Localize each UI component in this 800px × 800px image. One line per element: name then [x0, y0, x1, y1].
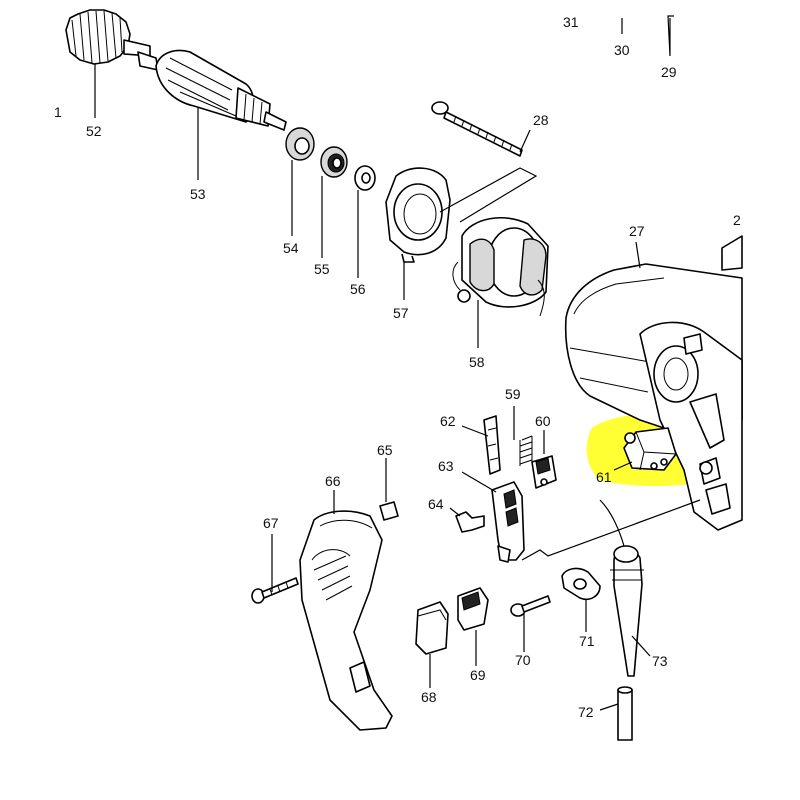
label-53: 53 [190, 186, 206, 202]
label-28: 28 [533, 112, 549, 128]
part-67-screw [251, 577, 299, 604]
part-62-plate [483, 415, 501, 475]
label-55: 55 [314, 261, 330, 277]
label-56: 56 [350, 281, 366, 297]
part-61-switch [623, 427, 677, 471]
label-30: 30 [614, 42, 630, 58]
label-54: 54 [283, 240, 299, 256]
label-29: 29 [661, 64, 677, 80]
label-52: 52 [86, 123, 102, 139]
label-2: 2 [733, 212, 741, 228]
label-67: 67 [263, 515, 279, 531]
label-27: 27 [629, 223, 645, 239]
part-73-cord-guard [610, 545, 644, 677]
label-72: 72 [578, 704, 594, 720]
part-55-bearing [320, 146, 348, 178]
label-71: 71 [579, 633, 595, 649]
part-64-lock-button [455, 511, 485, 533]
label-65: 65 [377, 442, 393, 458]
part-68-brush-holder [415, 601, 449, 655]
part-27-housing [564, 235, 743, 531]
label-31: 31 [563, 14, 579, 30]
label-73: 73 [652, 653, 668, 669]
part-70-screw [510, 595, 551, 617]
label-63: 63 [438, 458, 454, 474]
label-69: 69 [470, 667, 486, 683]
label-57: 57 [393, 305, 409, 321]
label-64: 64 [428, 496, 444, 512]
part-57-baffle [385, 167, 451, 263]
part-28-screw [431, 101, 523, 157]
label-60: 60 [535, 413, 551, 429]
part-63-trigger [491, 481, 525, 563]
label-62: 62 [440, 413, 456, 429]
part-53-armature [137, 49, 287, 131]
label-1: 1 [54, 104, 62, 120]
label-59: 59 [505, 386, 521, 402]
label-58: 58 [469, 354, 485, 370]
part-65-pin [379, 501, 399, 521]
part-71-clamp [561, 567, 601, 601]
part-56-washer [354, 165, 376, 191]
part-54-bearing [285, 127, 315, 161]
label-66: 66 [325, 473, 341, 489]
part-60-connector [531, 455, 557, 489]
part-52-gear [65, 9, 151, 65]
part-66-handle [299, 510, 393, 731]
part-72-cord [617, 686, 633, 741]
label-61: 61 [596, 469, 612, 485]
label-68: 68 [421, 689, 437, 705]
part-58-field [452, 216, 549, 317]
part-59-spring [519, 435, 533, 466]
part-69-brush-holder [457, 587, 489, 631]
label-70: 70 [515, 652, 531, 668]
